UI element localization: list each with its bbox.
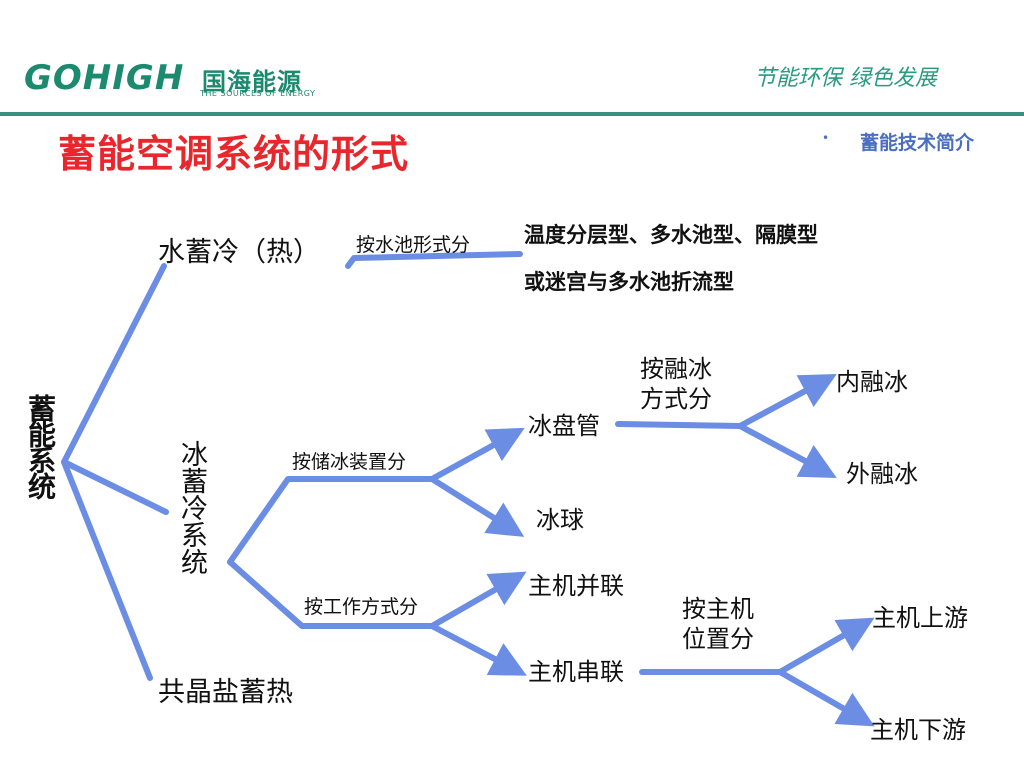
- node-ice-ball: 冰球: [536, 506, 584, 534]
- edge-ball-arrow: [429, 476, 525, 537]
- section-label: 蓄能技术简介: [860, 132, 975, 154]
- edge-ice-device: [227, 476, 435, 565]
- logo-wordmark: GOHIGH: [24, 58, 185, 98]
- edge-root-ice: [61, 459, 169, 515]
- section-bullet: •: [822, 131, 830, 145]
- slogan: 节能环保 绿色发展: [754, 66, 937, 91]
- edge-root-water: [61, 263, 167, 465]
- node-internal-melt: 内融冰: [836, 368, 908, 396]
- edge-water-types: [345, 251, 523, 269]
- edge-label-water-by: 按水池形式分: [356, 234, 471, 256]
- logo-chinese: 国海能源: [202, 68, 302, 96]
- edge-external-arrow: [737, 423, 837, 478]
- edge-label-position-by: 按主机位置分: [682, 595, 754, 653]
- edge-label-by-mode: 按工作方式分: [304, 596, 419, 618]
- edge-downstream-arrow: [777, 669, 875, 727]
- node-upstream: 主机上游: [872, 604, 968, 632]
- node-ice-storage: 冰蓄冷系统: [176, 440, 207, 575]
- node-eutectic: 共晶盐蓄热: [158, 677, 293, 708]
- edge-upstream-arrow: [777, 617, 875, 675]
- node-parallel: 主机并联: [528, 572, 624, 600]
- water-types-line2: 或迷宫与多水池折流型: [524, 270, 734, 294]
- node-downstream: 主机下游: [870, 716, 966, 744]
- edge-label-by-device: 按储冰装置分: [292, 451, 407, 473]
- edge-coil-melt: [615, 421, 743, 429]
- logo-english: THE SOURCES OF ENERGY: [200, 89, 316, 98]
- header-divider: [0, 112, 1024, 116]
- node-ice-coil: 冰盘管: [528, 412, 600, 440]
- edge-ice-mode: [227, 559, 435, 629]
- edge-internal-arrow: [737, 374, 837, 429]
- edge-coil-arrow: [429, 427, 525, 482]
- edge-label-melt-by: 按融冰方式分: [640, 355, 712, 413]
- water-types-line1: 温度分层型、多水池型、隔膜型: [524, 223, 818, 247]
- edge-parallel-arrow: [429, 571, 527, 629]
- node-external-melt: 外融冰: [846, 460, 918, 488]
- node-series: 主机串联: [528, 658, 624, 686]
- page-title: 蓄能空调系统的形式: [58, 132, 410, 176]
- edge-root-eutectic: [61, 459, 153, 681]
- edge-series-arrow: [429, 623, 527, 676]
- node-water-storage: 水蓄冷（热）: [158, 237, 320, 268]
- root-node: 蓄能系统: [24, 394, 57, 498]
